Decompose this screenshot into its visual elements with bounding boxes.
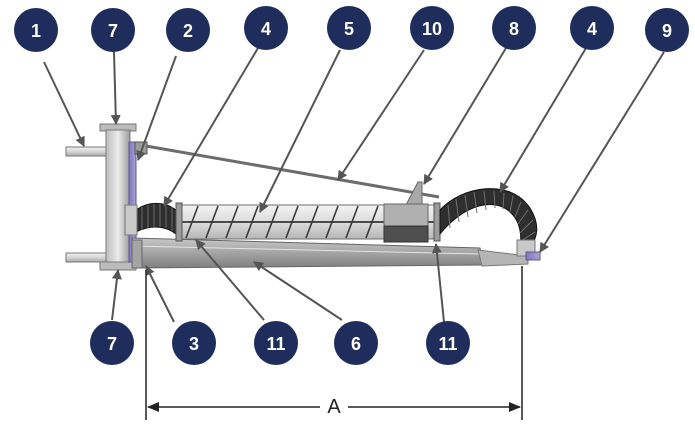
callout-number: 5 [344,19,354,39]
leader-2 [136,55,177,161]
callout-number: 7 [108,21,118,41]
base-tail [477,249,529,267]
leader-6 [253,261,343,321]
callout-number: 7 [107,334,117,354]
callout-10: 10 [410,6,454,50]
callout-number: 1 [31,21,41,41]
leader-7-bottom [111,269,122,321]
tube-ring-right [433,202,441,242]
callout-7-top: 7 [91,8,135,52]
leader-7-top [110,51,121,125]
callout-7-bottom: 7 [90,321,134,365]
callout-4-right: 4 [570,6,614,50]
callout-number: 6 [351,334,361,354]
callout-6: 6 [334,321,378,365]
callout-number: 10 [422,19,442,39]
callout-2: 2 [166,8,210,52]
hopper-fin [405,181,423,206]
vertical-post [105,129,131,265]
callout-number: 9 [662,21,672,41]
post-bottom-flange [99,261,137,271]
callout-9: 9 [645,8,689,52]
callout-number: 8 [509,19,519,39]
leader-1 [43,61,85,147]
callout-number: 4 [587,19,597,39]
auger-flights [185,205,379,239]
dimension-a: A [145,266,523,420]
leader-lines [43,47,665,323]
right-hose-ribs [447,190,536,242]
lower-side-pipe [65,252,111,263]
machine-drawing [65,123,541,271]
callout-number: 4 [261,19,271,39]
base-end-plate [131,239,143,269]
leader-4-right [499,47,587,193]
leader-4-left [163,47,259,207]
callout-11-right: 11 [426,321,470,365]
tube-ring-left [175,202,183,242]
leader-8 [423,47,507,185]
tie-rod [145,144,440,199]
callouts: 1 7 2 4 5 10 8 4 9 7 3 11 6 11 [14,6,689,365]
callout-8: 8 [492,6,536,50]
callout-5: 5 [327,6,371,50]
leader-11-right [431,243,445,323]
leader-11-left [195,239,265,321]
callout-4-left: 4 [244,6,288,50]
hopper-base-dark [383,225,429,243]
callout-number: 3 [189,334,199,354]
callout-number: 11 [438,334,457,354]
leader-3 [145,265,175,323]
upper-side-pipe [65,146,111,157]
callout-3: 3 [172,321,216,365]
outlet-purple-plate [525,251,541,261]
left-hose-collar [124,204,138,236]
hopper-body [383,203,429,227]
callout-number: 2 [183,21,193,41]
leader-9 [539,51,665,253]
left-hose-ribs [141,204,173,231]
callout-number: 11 [266,334,285,354]
leader-10 [337,49,425,181]
dimension-label: A [327,396,341,418]
callout-1: 1 [14,8,58,52]
callout-11-left: 11 [254,321,298,365]
base-frame-edge [131,245,481,255]
leader-5 [259,49,341,213]
